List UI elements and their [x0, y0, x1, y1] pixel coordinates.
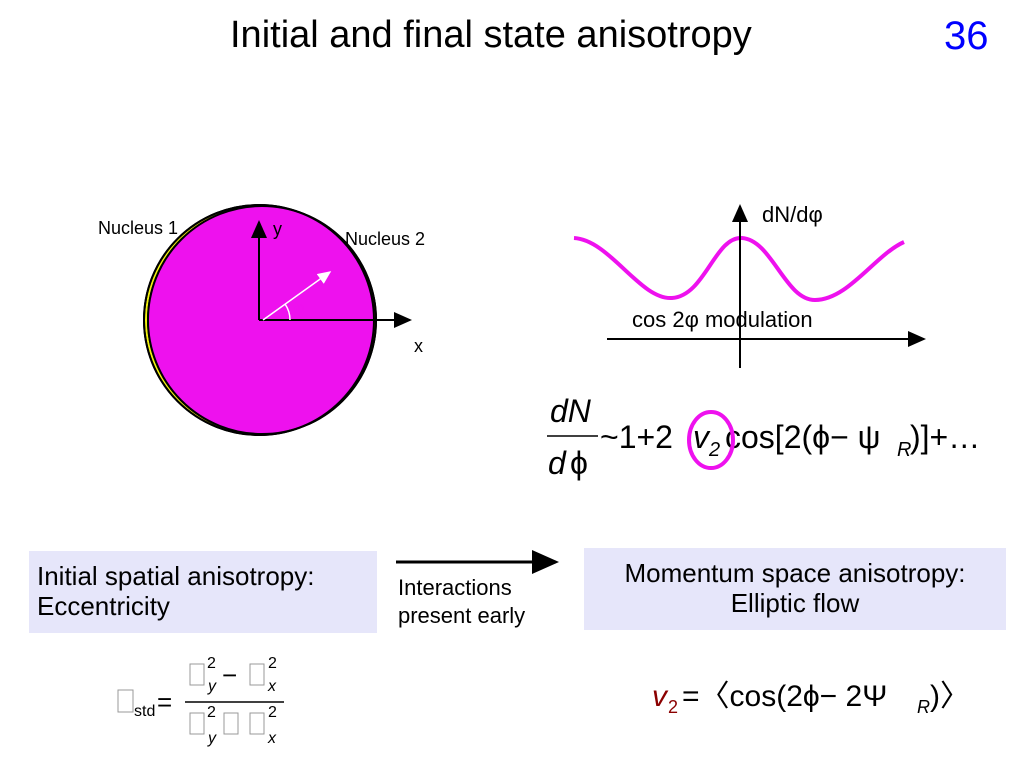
v2-v: v: [652, 680, 669, 713]
modulation-label: cos 2φ modulation: [632, 307, 813, 332]
nucleus-2-label: Nucleus 2: [345, 229, 425, 249]
y-axis-label: y: [273, 219, 282, 239]
momentum-box-line-1: Momentum space anisotropy:: [624, 558, 966, 588]
initial-box-line-1: Initial spatial anisotropy:: [37, 561, 315, 591]
ecc-num-a-sup: 2: [207, 655, 216, 672]
v2-sub: 2: [668, 697, 678, 717]
ecc-lhs-sub: std: [134, 703, 155, 720]
formula-end: )]+…: [910, 419, 980, 455]
v2-rhs: =〈cos(2ϕ− 2Ψ: [682, 680, 887, 713]
formula-denominator-d: d: [548, 445, 567, 481]
v2-sub-r: R: [917, 697, 930, 717]
formula-cos: cos[2(ϕ− ψ: [725, 419, 880, 455]
ecc-den-b-sub: x: [267, 730, 277, 747]
ecc-num-a-sub: y: [207, 678, 217, 695]
angle-arc: [284, 303, 291, 321]
den-b-glyph-box: [249, 712, 265, 735]
ecc-num-minus: −: [222, 660, 237, 690]
initial-box-line-2: Eccentricity: [37, 591, 170, 621]
num-a-glyph-box: [189, 663, 205, 686]
den-op-glyph-box: [223, 712, 239, 735]
formula-rhs-prefix: ~1+2: [600, 419, 673, 455]
formula-denominator-phi: ϕ: [570, 445, 588, 481]
momentum-anisotropy-box: Momentum space anisotropy: Elliptic flow: [584, 548, 1006, 630]
den-a-glyph-box: [189, 712, 205, 735]
dn-dphi-label: dN/dφ: [762, 202, 823, 227]
x-axis-label: x: [414, 336, 423, 356]
formula-numerator: dN: [550, 393, 592, 429]
ecc-num-b-sub: x: [267, 678, 277, 695]
ecc-den-a-sub: y: [207, 730, 217, 747]
formula-sub-r: R: [897, 439, 911, 461]
angle-vector: [262, 271, 332, 321]
momentum-box-line-2: Elliptic flow: [730, 588, 860, 618]
ecc-den-a-sup: 2: [207, 704, 216, 721]
interactions-line-1: Interactions: [398, 575, 512, 600]
slide-number: 36: [944, 14, 989, 58]
ecc-num-b-sup: 2: [268, 655, 277, 672]
slide-title: Initial and final state anisotropy: [230, 14, 752, 56]
nucleus-1-label: Nucleus 1: [98, 218, 178, 238]
v2-highlight-circle: [687, 410, 735, 470]
initial-anisotropy-box: Initial spatial anisotropy: Eccentricity: [29, 551, 377, 633]
ecc-equals: =: [157, 687, 172, 717]
lhs-glyph-box: [117, 689, 134, 713]
angle-label: φ: [294, 300, 304, 317]
formula-v-sub: 2: [708, 439, 720, 461]
ecc-den-b-sup: 2: [268, 704, 277, 721]
interactions-label: Interactions present early: [398, 574, 525, 630]
v2-end: )〉: [930, 680, 970, 713]
modulation-curve: [573, 235, 905, 303]
formula-v: v: [693, 419, 711, 455]
num-b-glyph-box: [249, 663, 265, 686]
interactions-line-2: present early: [398, 603, 526, 628]
